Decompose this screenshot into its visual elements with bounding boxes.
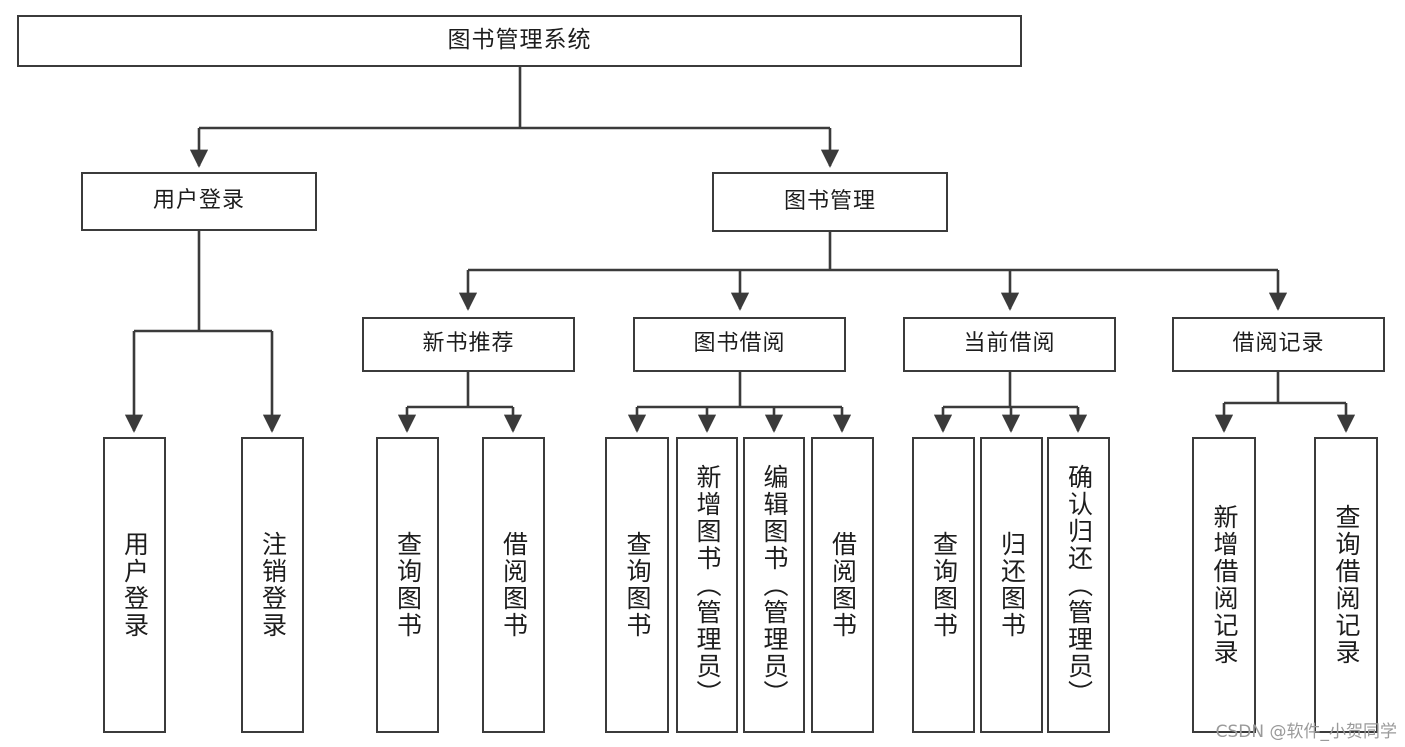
node-leaf-borrow-book[interactable]: 借阅图书 bbox=[811, 437, 874, 733]
node-label: 查询借阅记录 bbox=[1332, 504, 1361, 666]
node-label: 图书借阅 bbox=[693, 331, 786, 357]
node-label: 注销登录 bbox=[258, 531, 288, 639]
node-leaf-query-book-borrow[interactable]: 查询图书 bbox=[605, 437, 669, 733]
node-leaf-user-login[interactable]: 用户登录 bbox=[103, 437, 166, 733]
node-root-system[interactable]: 图书管理系统 bbox=[17, 15, 1022, 67]
node-label: 用户登录 bbox=[152, 188, 245, 214]
node-leaf-return-book[interactable]: 归还图书 bbox=[980, 437, 1043, 733]
node-borrow-records[interactable]: 借阅记录 bbox=[1172, 317, 1385, 372]
node-book-management[interactable]: 图书管理 bbox=[712, 172, 948, 232]
node-leaf-add-borrow-record[interactable]: 新增借阅记录 bbox=[1192, 437, 1256, 733]
node-label: 新增借阅记录 bbox=[1210, 504, 1239, 666]
node-label: 查询图书 bbox=[393, 531, 423, 639]
node-label: 编辑图书（管理员） bbox=[760, 463, 789, 707]
node-leaf-borrow-book-new[interactable]: 借阅图书 bbox=[482, 437, 545, 733]
node-label: 借阅图书 bbox=[828, 531, 858, 639]
node-label: 当前借阅 bbox=[963, 331, 1056, 357]
node-leaf-query-borrow-record[interactable]: 查询借阅记录 bbox=[1314, 437, 1378, 733]
node-label: 新书推荐 bbox=[422, 331, 515, 357]
node-user-login[interactable]: 用户登录 bbox=[81, 172, 317, 231]
watermark: CSDN @软件_小贺同学 bbox=[1215, 722, 1397, 742]
node-new-book-recommend[interactable]: 新书推荐 bbox=[362, 317, 575, 372]
node-label: 图书管理 bbox=[783, 188, 876, 214]
node-current-borrow[interactable]: 当前借阅 bbox=[903, 317, 1116, 372]
node-leaf-logout[interactable]: 注销登录 bbox=[241, 437, 304, 733]
node-leaf-query-book-new[interactable]: 查询图书 bbox=[376, 437, 439, 733]
node-label: 用户登录 bbox=[120, 531, 150, 639]
node-leaf-add-book-admin[interactable]: 新增图书（管理员） bbox=[676, 437, 738, 733]
node-leaf-query-book-current[interactable]: 查询图书 bbox=[912, 437, 975, 733]
node-label: 确认归还（管理员） bbox=[1064, 463, 1094, 707]
node-label: 查询图书 bbox=[929, 531, 959, 639]
node-label: 借阅记录 bbox=[1232, 331, 1325, 357]
node-label: 归还图书 bbox=[997, 531, 1027, 639]
node-label: 图书管理系统 bbox=[447, 27, 592, 54]
node-leaf-confirm-return-admin[interactable]: 确认归还（管理员） bbox=[1047, 437, 1110, 733]
node-label: 新增图书（管理员） bbox=[693, 463, 722, 707]
node-leaf-edit-book-admin[interactable]: 编辑图书（管理员） bbox=[743, 437, 805, 733]
node-label: 查询图书 bbox=[623, 531, 652, 639]
node-book-borrow[interactable]: 图书借阅 bbox=[633, 317, 846, 372]
node-label: 借阅图书 bbox=[499, 531, 529, 639]
